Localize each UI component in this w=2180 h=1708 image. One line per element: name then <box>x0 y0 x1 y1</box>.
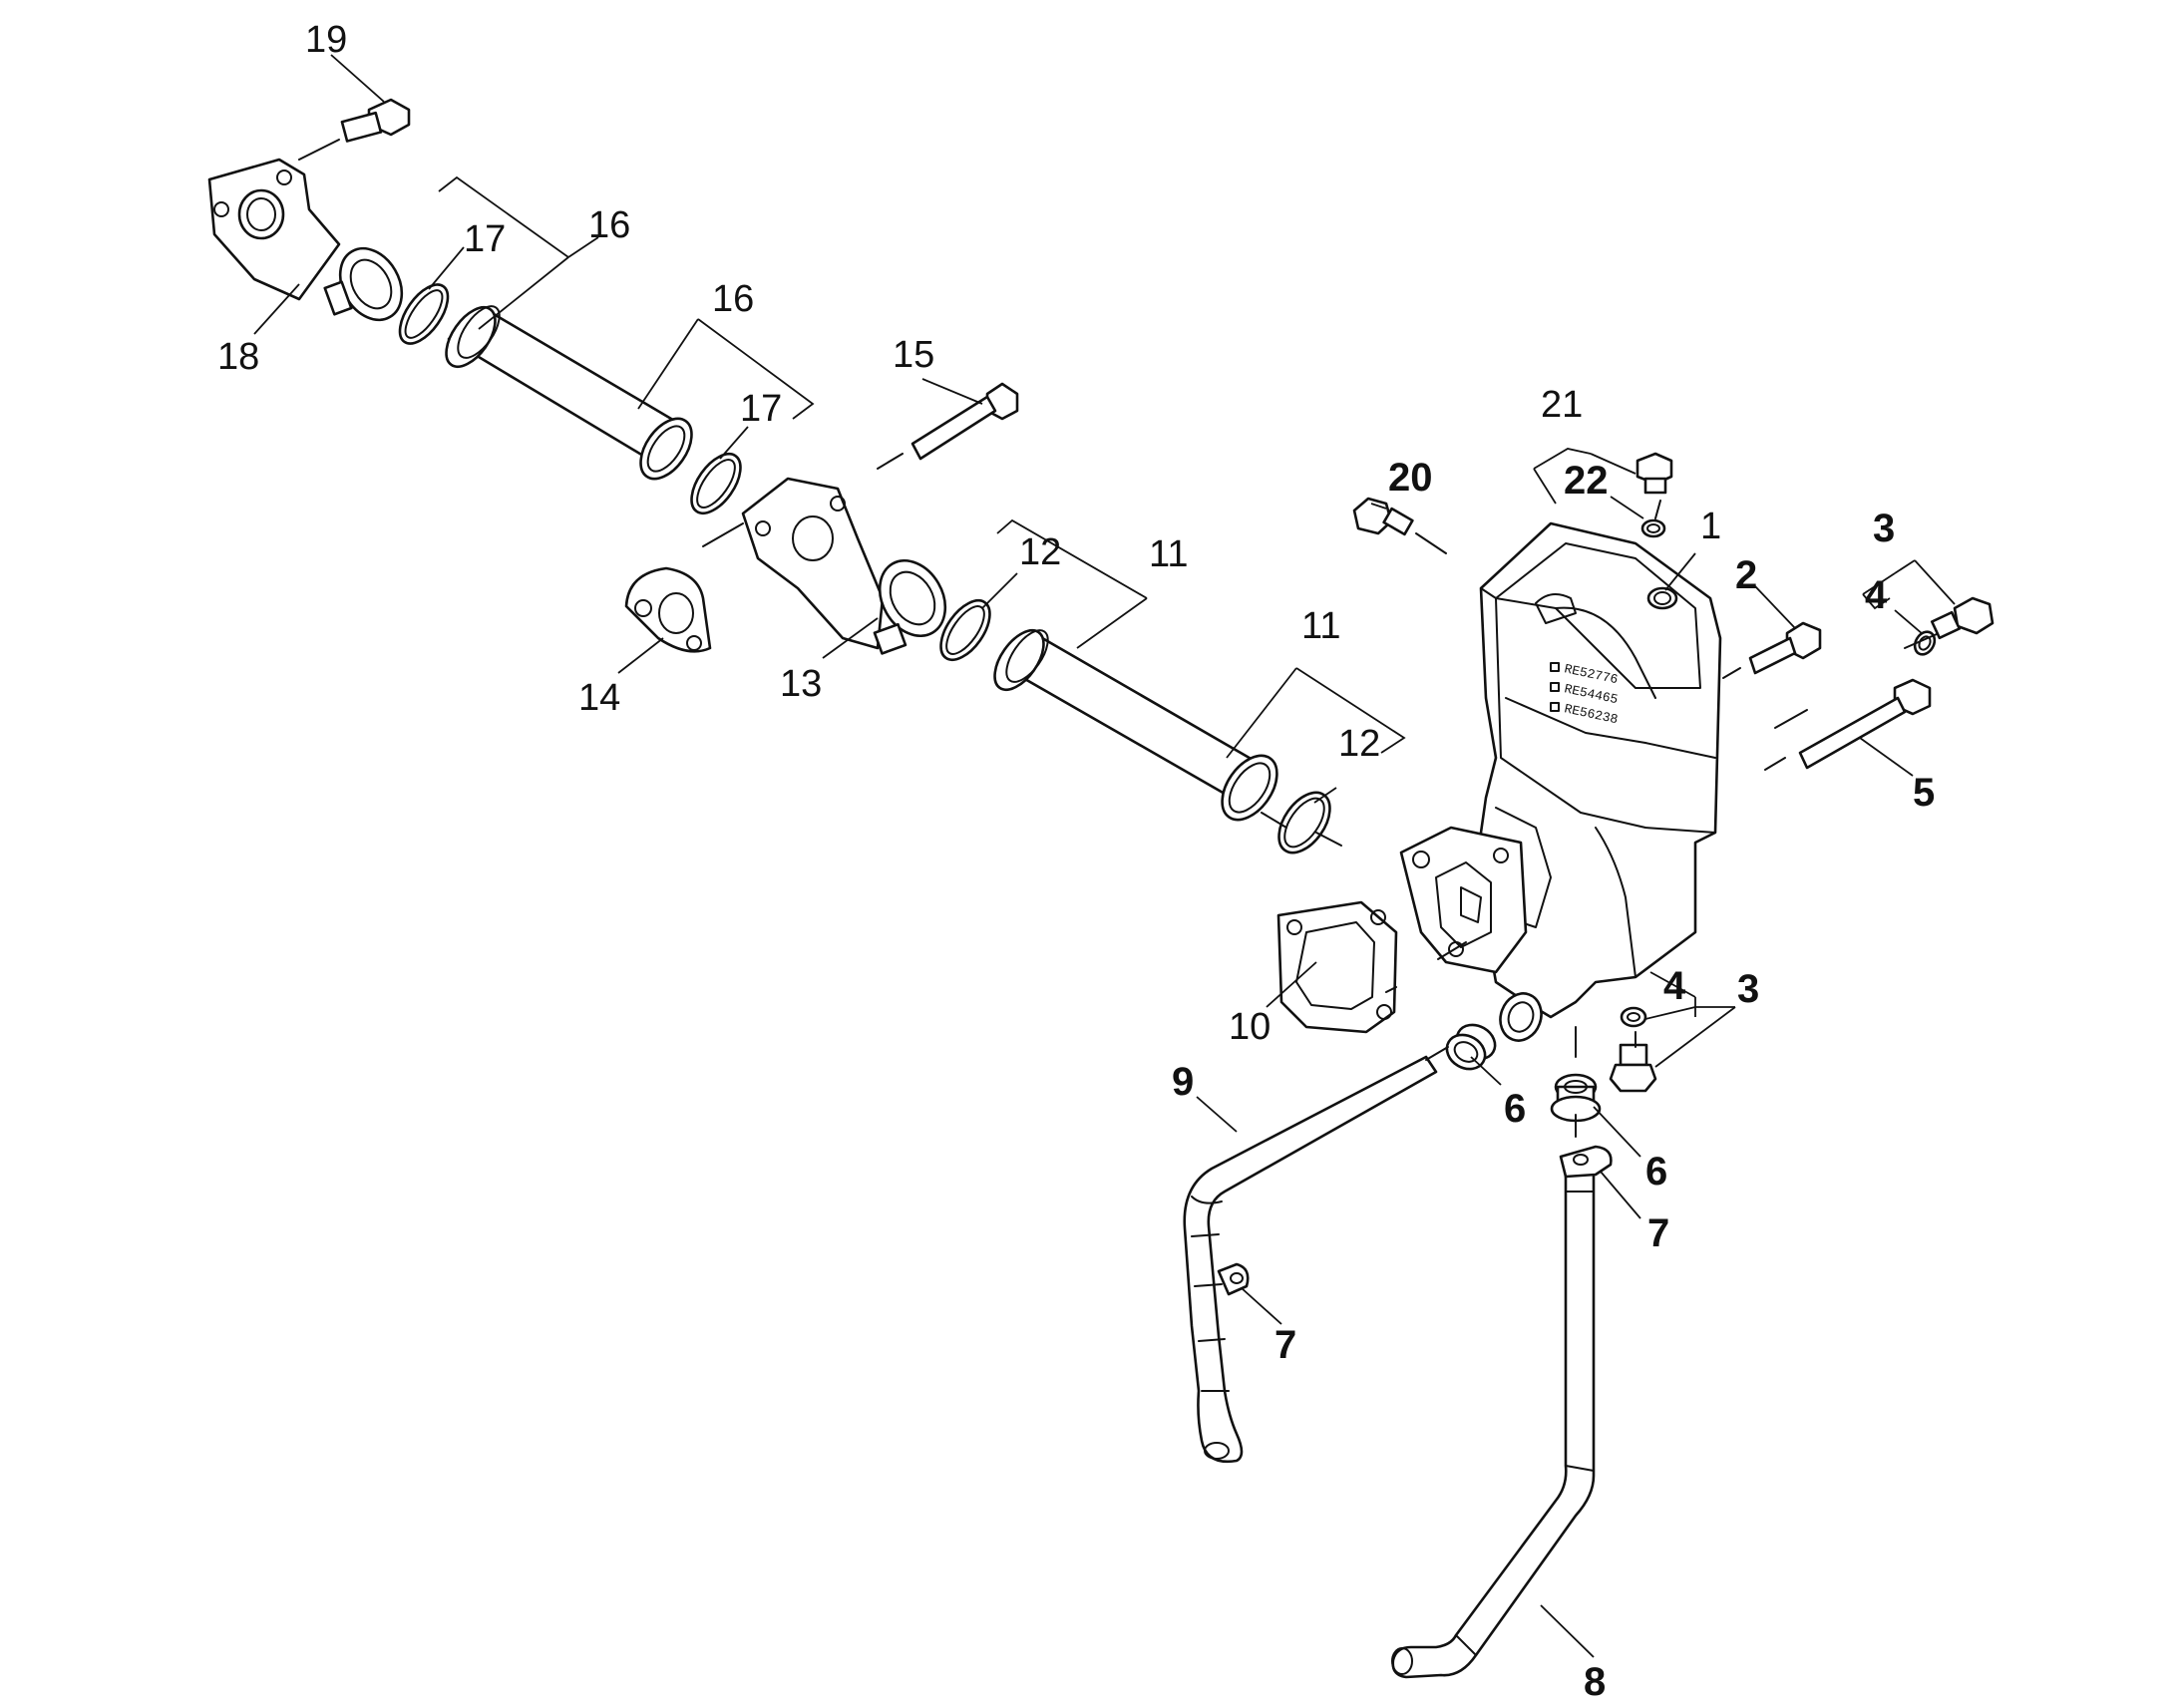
alignment-lines <box>702 500 1938 1138</box>
callout-12-upper: 12 <box>1019 531 1061 573</box>
callout-4-lower: 4 <box>1663 964 1686 1008</box>
tube-11 <box>993 628 1278 822</box>
callout-9: 9 <box>1172 1060 1194 1104</box>
tee-13 <box>741 477 947 655</box>
callout-20: 20 <box>1388 456 1433 500</box>
plug-3-upper <box>1930 596 1995 640</box>
housing-1: RE52776 RE54465 RE56238 <box>1399 521 1722 1042</box>
callout-18: 18 <box>217 336 259 378</box>
callout-11-upper: 11 <box>1149 533 1188 575</box>
o-ring-17-lower <box>690 452 742 515</box>
plug-21 <box>1635 452 1673 495</box>
callout-15: 15 <box>893 334 934 376</box>
bolt-15 <box>877 382 1019 470</box>
elbow-18 <box>207 158 404 322</box>
callout-7-right: 7 <box>1647 1211 1669 1255</box>
hose-8 <box>1391 1145 1613 1679</box>
callout-6-left: 6 <box>1504 1087 1526 1131</box>
gasket-14 <box>624 566 712 653</box>
callout-7-left: 7 <box>1274 1323 1296 1367</box>
callout-3-upper: 3 <box>1873 507 1895 550</box>
plug-3-lower <box>1609 1043 1657 1093</box>
callout-2: 2 <box>1735 553 1757 597</box>
callout-21: 21 <box>1541 384 1583 426</box>
callout-14: 14 <box>578 677 620 719</box>
callout-22: 22 <box>1564 459 1609 503</box>
callout-19: 19 <box>305 19 347 61</box>
callout-17-lower: 17 <box>740 388 782 430</box>
callout-1: 1 <box>1700 506 1721 547</box>
leader-lines <box>253 54 1956 1658</box>
hose-9 <box>1183 1055 1438 1464</box>
callout-10: 10 <box>1229 1006 1271 1048</box>
grommet-6-left <box>1445 1023 1497 1071</box>
callout-16-upper: 16 <box>588 204 630 246</box>
callout-12-lower: 12 <box>1338 723 1380 765</box>
o-ring-12-upper <box>939 598 991 662</box>
callout-17-upper: 17 <box>464 218 506 260</box>
callout-3-lower: 3 <box>1737 967 1759 1011</box>
o-ring-12-lower <box>1277 791 1331 854</box>
washer-22 <box>1640 518 1666 538</box>
callout-6-right: 6 <box>1645 1150 1667 1194</box>
callout-5: 5 <box>1913 771 1935 815</box>
callout-8: 8 <box>1584 1660 1606 1704</box>
callout-16-lower: 16 <box>712 278 754 320</box>
bolt-5 <box>1764 678 1932 771</box>
callout-11-lower: 11 <box>1301 605 1340 647</box>
gasket-10 <box>1276 900 1398 1034</box>
o-ring-17-upper <box>398 283 450 345</box>
callout-4-upper: 4 <box>1865 573 1888 617</box>
tube-16 <box>445 305 693 481</box>
bolt-19 <box>298 98 411 161</box>
grommet-6-right <box>1550 1073 1602 1123</box>
washer-4-lower <box>1620 1006 1647 1028</box>
callout-numbers: 19 18 17 16 16 17 15 14 13 12 11 11 12 2… <box>217 19 1935 1704</box>
callout-13: 13 <box>780 663 822 705</box>
plug-20 <box>1352 497 1447 554</box>
bolt-2 <box>1722 621 1822 679</box>
